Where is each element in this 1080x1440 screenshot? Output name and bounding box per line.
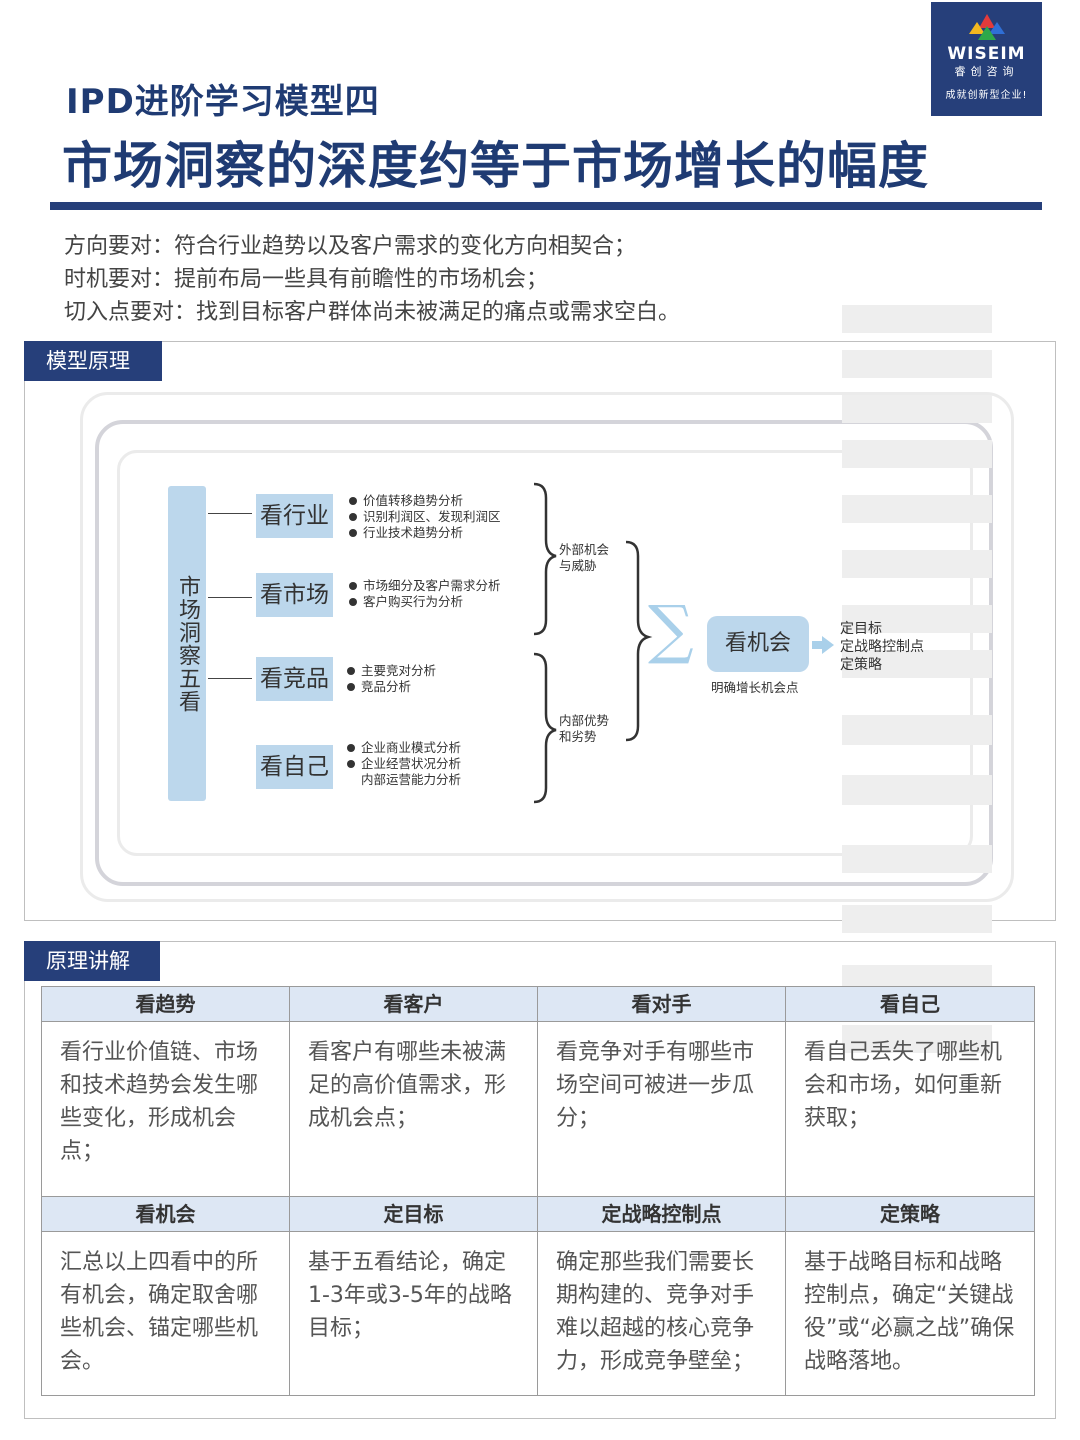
table-row: 汇总以上四看中的所有机会，确定取舍哪些机会、锚定哪些机会。 基于五看结论，确定1… [41,1231,1035,1396]
opportunity-caption: 明确增长机会点 [711,680,799,695]
table-cell: 基于战略目标和战略控制点，确定“关键战役”或“必赢之战”确保战略落地。 [785,1231,1035,1396]
list-item: 行业技术趋势分析 [349,525,501,541]
sigma-icon: ∑ [648,593,694,667]
look-industry: 看行业 [256,494,333,538]
logo-brand: WISEIM [947,44,1026,64]
opportunity-box: 看机会 [707,616,809,672]
five-looks-bar: 市场洞察五看 [168,486,206,801]
list-item: 企业商业模式分析 [347,740,461,756]
intro-line-1: 方向要对：符合行业趋势以及客户需求的变化方向相契合； [64,234,637,259]
table-cell: 看行业价值链、市场和技术趋势会发生哪些变化，形成机会点； [41,1021,290,1197]
list-item: 市场细分及客户需求分析 [349,578,501,594]
internal-label: 内部优势 和劣势 [559,713,610,744]
table-cell: 汇总以上四看中的所有机会，确定取舍哪些机会、锚定哪些机会。 [41,1231,290,1396]
table-header: 定战略控制点 [537,1196,786,1232]
table-cell: 确定那些我们需要长期构建的、竞争对手难以超越的核心竞争力，形成竞争壁垒； [537,1231,786,1396]
company-logo: WISEIM 睿创咨询 成就创新型企业! [931,2,1042,116]
table-row: 看趋势 看客户 看对手 看自己 [41,986,1035,1022]
table-header: 看客户 [289,986,538,1022]
look-market: 看市场 [256,573,333,617]
list-item: 识别利润区、发现利润区 [349,509,501,525]
intro-line-2: 时机要对：提前布局一些具有前瞻性的市场机会； [64,267,549,292]
market-points: 市场细分及客户需求分析 客户购买行为分析 [349,578,501,610]
table-cell: 看客户有哪些未被满足的高价值需求，形成机会点； [289,1021,538,1197]
intro-line-3: 切入点要对：找到目标客户群体尚未被满足的痛点或需求空白。 [64,300,681,325]
look-self: 看自己 [256,745,333,789]
page-subtitle: IPD进阶学习模型四 [66,82,380,122]
arrow-connector [208,678,252,679]
list-item: 定策略 [840,657,882,673]
list-item: 定目标 [840,621,882,637]
list-item: 定战略控制点 [840,639,924,655]
external-label: 外部机会 与威胁 [559,542,610,573]
list-item: 竞品分析 [347,679,436,695]
section-label-model: 模型原理 [24,341,162,381]
table-header: 看机会 [41,1196,290,1232]
look-competitor: 看竞品 [256,657,333,701]
self-points: 企业商业模式分析 企业经营状况分析 内部运营能力分析 [347,740,461,788]
list-item: 内部运营能力分析 [361,772,462,787]
table-header: 定策略 [785,1196,1035,1232]
frame-outer [80,392,1014,902]
section-label-explanation: 原理讲解 [24,941,160,981]
table-header: 定目标 [289,1196,538,1232]
table-cell: 基于五看结论，确定1-3年或3-5年的战略目标； [289,1231,538,1396]
arrow-connector [208,513,252,514]
table-header: 看对手 [537,986,786,1022]
list-item: 客户购买行为分析 [349,594,501,610]
list-item: 主要竞对分析 [347,663,436,679]
logo-slogan: 成就创新型企业! [945,90,1028,101]
table-row: 看机会 定目标 定战略控制点 定策略 [41,1196,1035,1232]
table-row: 看行业价值链、市场和技术趋势会发生哪些变化，形成机会点； 看客户有哪些未被满足的… [41,1021,1035,1197]
page-title: 市场洞察的深度约等于市场增长的幅度 [62,137,929,195]
explanation-section [24,941,1056,1419]
arrow-connector [208,597,252,598]
industry-points: 价值转移趋势分析 识别利润区、发现利润区 行业技术趋势分析 [349,493,501,541]
table-cell: 看竞争对手有哪些市场空间可被进一步瓜分； [537,1021,786,1197]
external-brace [533,482,557,636]
list-item: 企业经营状况分析 [347,756,461,772]
competitor-points: 主要竞对分析 竞品分析 [347,663,436,695]
table-header: 看自己 [785,986,1035,1022]
list-item: 价值转移趋势分析 [349,493,501,509]
logo-brand-cn: 睿创咨询 [954,65,1019,78]
title-divider [50,202,1042,210]
outcome-list: 定目标 定战略控制点 定策略 [840,620,924,674]
arrow-right-icon [812,636,834,654]
explanation-table: 看趋势 看客户 看对手 看自己 看行业价值链、市场和技术趋势会发生哪些变化，形成… [41,986,1035,1396]
internal-brace [533,652,557,804]
table-cell: 看自己丢失了哪些机会和市场，如何重新获取； [785,1021,1035,1197]
table-header: 看趋势 [41,986,290,1022]
logo-mark-icon [969,14,1005,40]
brace-connectors [533,482,653,804]
model-section [24,341,1056,921]
merge-brace [625,540,653,742]
